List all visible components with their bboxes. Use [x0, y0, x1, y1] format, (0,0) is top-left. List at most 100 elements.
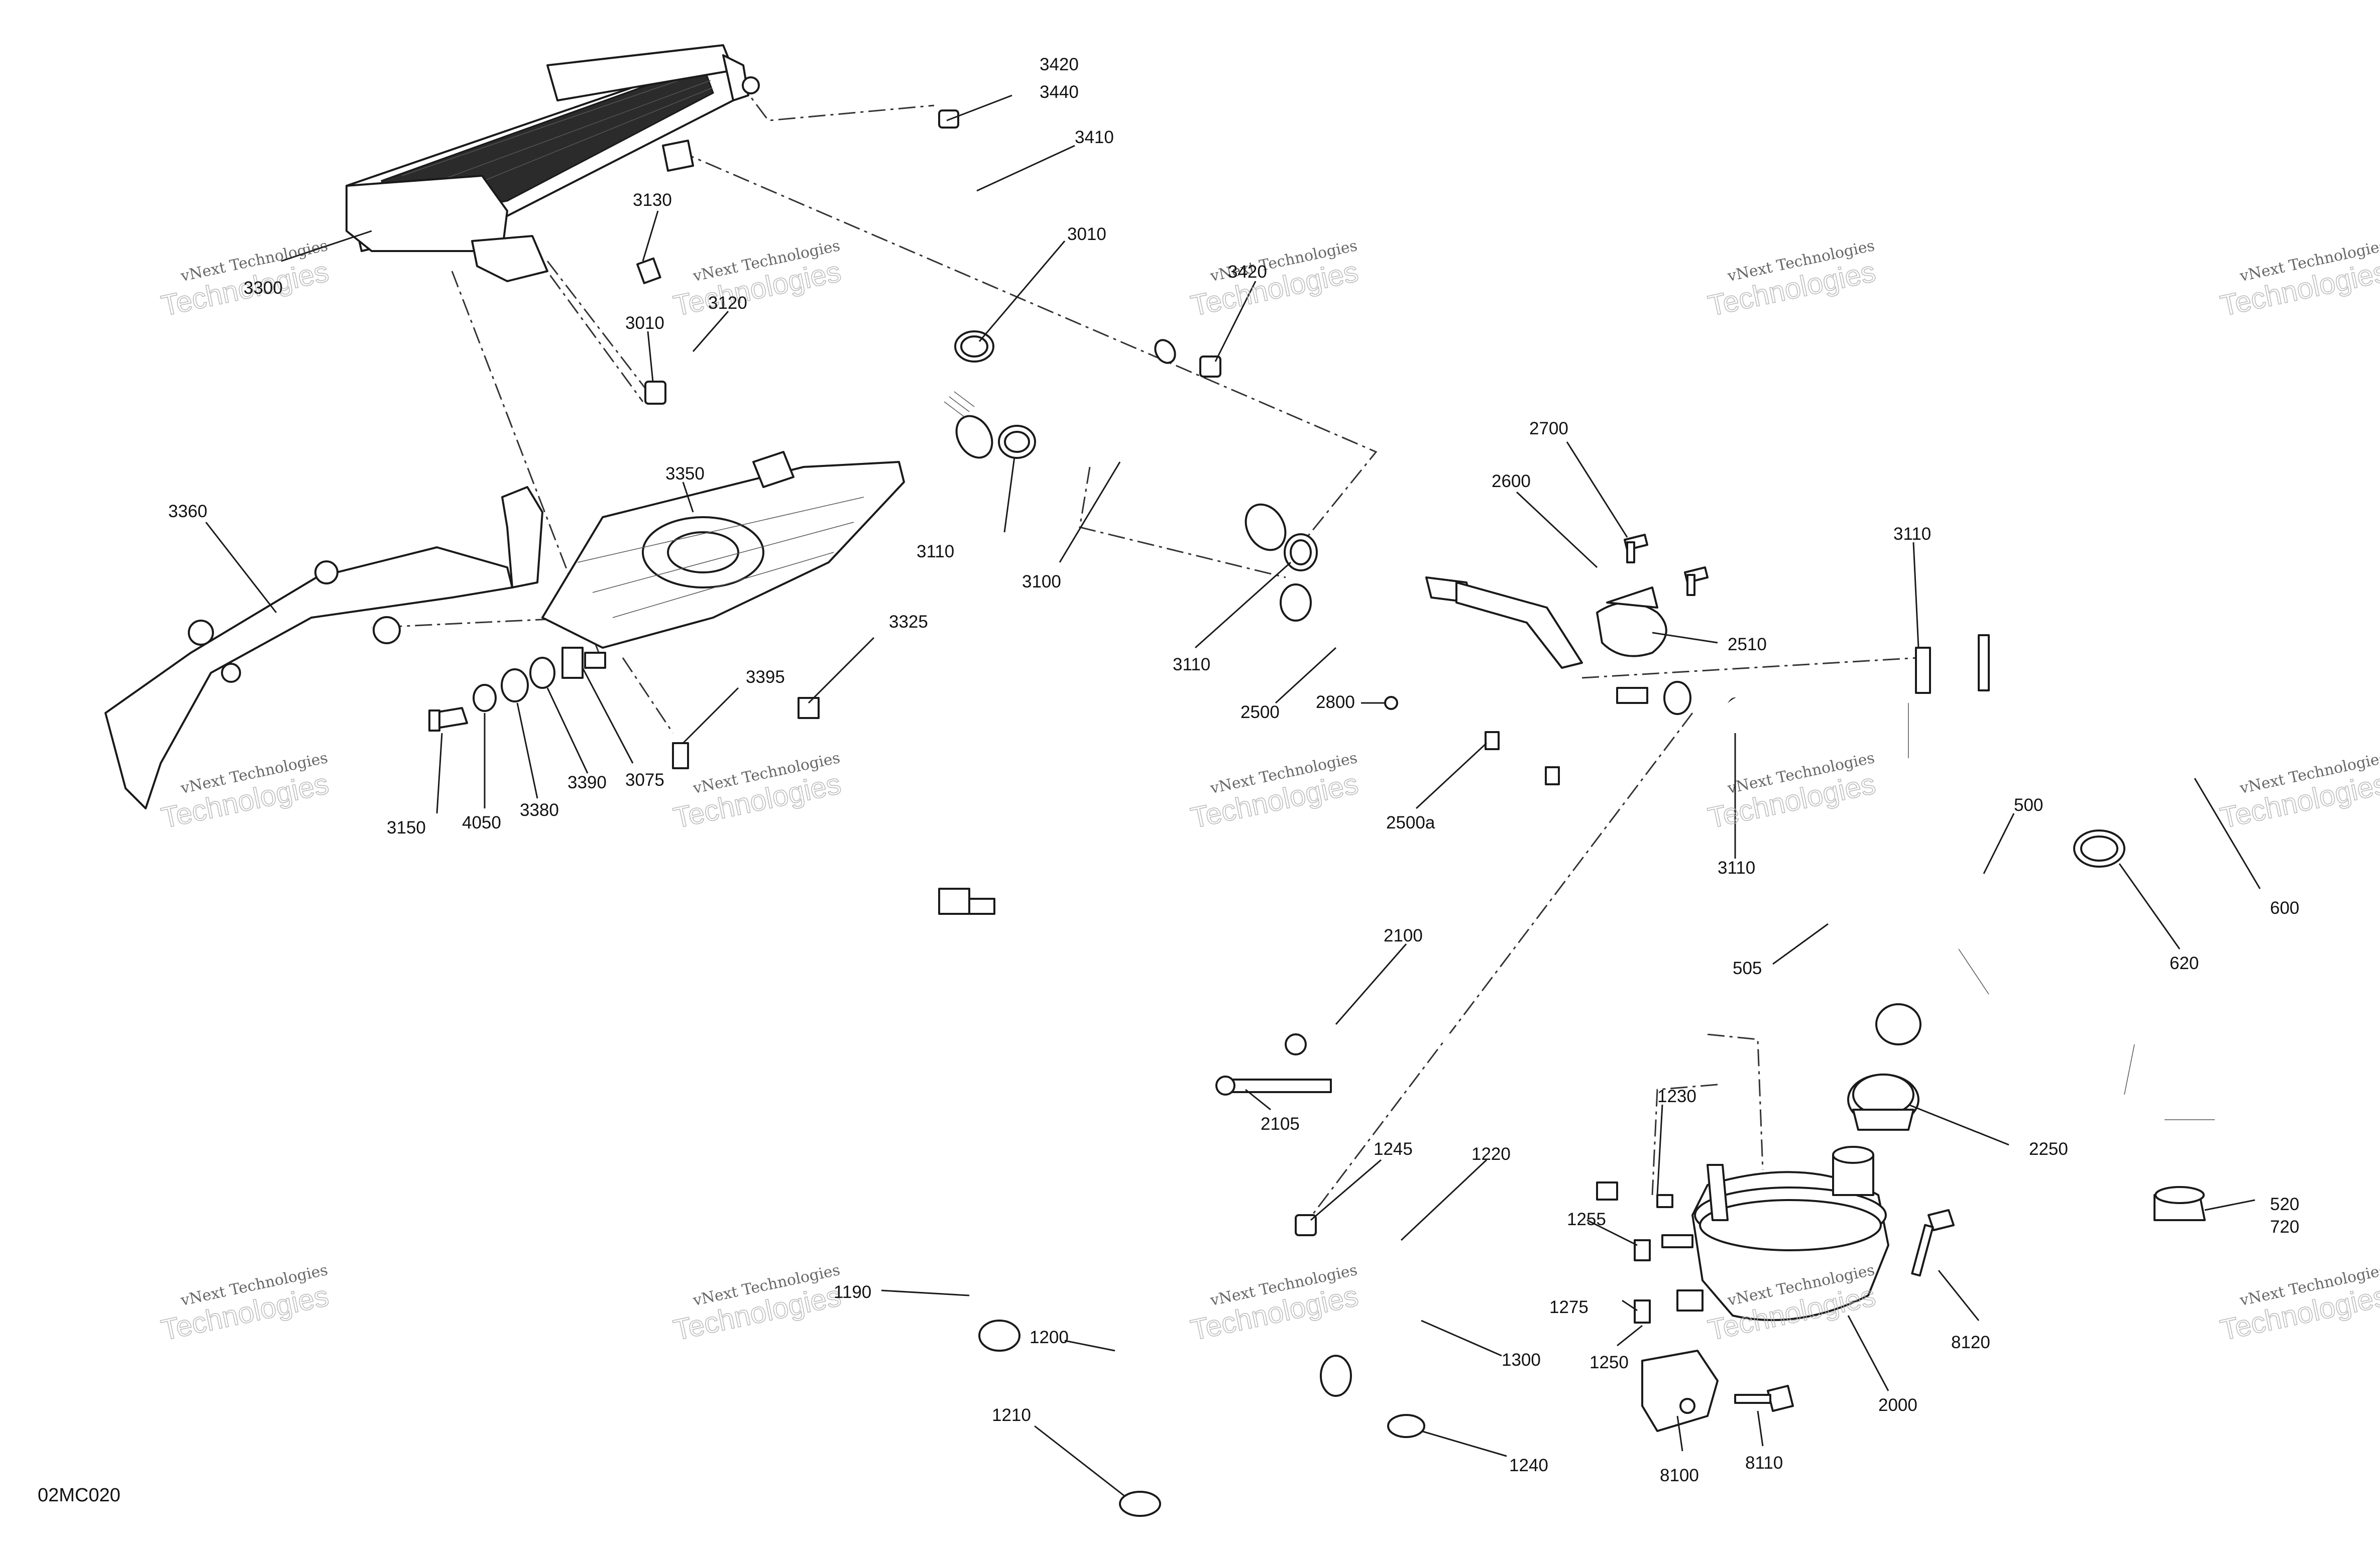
watermark: vNext Technologies Technologies — [1188, 237, 1362, 323]
callout-2500: 2500 — [1240, 702, 1280, 722]
callout-1255: 1255 — [1567, 1210, 1606, 1229]
tube-2100 — [1285, 1024, 1712, 1055]
clamp-3110-upper-b — [1284, 533, 1318, 571]
washer-3395-ring — [373, 616, 401, 644]
callout-505: 505 — [1733, 959, 1762, 978]
callout-3110-d: 3110 — [1718, 858, 1755, 878]
hose-600 — [1958, 634, 2220, 864]
hose-3120 — [646, 328, 1001, 459]
hose-1300 — [1397, 1241, 1606, 1365]
callout-1230: 1230 — [1657, 1087, 1696, 1106]
clamp-3010-upper — [954, 330, 994, 363]
callout-520: 520 — [2270, 1195, 2299, 1214]
clamp-1210 — [1119, 1491, 1161, 1517]
bolt-8120 — [1911, 1209, 1955, 1277]
callout-600: 600 — [2270, 898, 2299, 918]
clamp-1240 — [1387, 1414, 1425, 1438]
watermark: vNext Technologies Technologies — [158, 749, 332, 835]
callout-1250: 1250 — [1590, 1353, 1629, 1372]
watermark: vNext Technologies Technologies — [158, 1261, 332, 1347]
callout-1220: 1220 — [1471, 1144, 1511, 1164]
clamp-520-720 — [2154, 1186, 2206, 1221]
expansion-tank-2000 — [1661, 1146, 1889, 1321]
callout-1210: 1210 — [992, 1405, 1031, 1425]
callout-3420-top: 3420 — [1040, 55, 1079, 74]
callout-2600: 2600 — [1492, 471, 1531, 491]
watermarks: vNext Technologies Technologies vNext Te… — [158, 237, 2380, 1347]
callout-8110: 8110 — [1745, 1453, 1783, 1473]
clamp-620 — [2073, 829, 2125, 868]
callout-1200: 1200 — [1030, 1328, 1069, 1347]
bolts-2700-2800 — [1384, 534, 1709, 785]
assembly-phantom-lines — [371, 80, 1919, 1231]
cover-2510 — [1596, 586, 1667, 657]
callout-3010-lower: 3010 — [625, 313, 664, 333]
callout-720: 720 — [2270, 1217, 2299, 1237]
callout-1190: 1190 — [834, 1282, 871, 1302]
bolt-8110 — [1734, 1385, 1794, 1412]
clamp-3110-upper-a — [998, 425, 1036, 459]
thermostat-housing-2500 — [1280, 576, 1693, 719]
callout-2250: 2250 — [2029, 1139, 2068, 1159]
callout-3130: 3130 — [633, 190, 672, 210]
callout-3110-a: 3110 — [917, 542, 954, 561]
callout-4050: 4050 — [462, 813, 501, 833]
callout-1240: 1240 — [1509, 1456, 1548, 1475]
callout-2500a: 2500a — [1386, 813, 1435, 833]
callout-2700: 2700 — [1529, 419, 1568, 438]
hardware-stack — [428, 647, 689, 769]
bracket-3360 — [104, 486, 543, 809]
callout-1245: 1245 — [1374, 1139, 1413, 1159]
callout-2100: 2100 — [1384, 926, 1423, 945]
document-reference: 02MC020 — [38, 1485, 121, 1506]
watermark: vNext Technologies Technologies — [2217, 1261, 2380, 1347]
radiator-3300 — [346, 44, 760, 282]
callout-3110-c: 3110 — [1893, 524, 1931, 544]
callout-3410: 3410 — [1075, 128, 1114, 147]
callout-2000: 2000 — [1878, 1395, 1917, 1415]
hose-3130 — [616, 209, 760, 288]
pump-3350 — [541, 451, 905, 649]
callout-2800: 2800 — [1316, 692, 1355, 712]
callout-3350: 3350 — [665, 464, 705, 484]
callout-620: 620 — [2170, 954, 2199, 973]
callout-3395: 3395 — [746, 667, 785, 687]
callout-1275: 1275 — [1549, 1297, 1589, 1317]
callout-3390: 3390 — [568, 773, 607, 792]
callout-500: 500 — [2014, 795, 2043, 815]
watermark: vNext Technologies Technologies — [670, 1261, 844, 1347]
clamp-3420-mid — [1199, 355, 1221, 378]
callout-8120: 8120 — [1951, 1333, 1990, 1352]
hose-505 — [1822, 783, 1924, 1045]
callout-3150: 3150 — [387, 818, 426, 838]
fitting-2105 — [1215, 1076, 1332, 1096]
callout-3110-b: 3110 — [1173, 655, 1210, 674]
callout-1300: 1300 — [1502, 1350, 1541, 1370]
bracket-8100 — [1641, 1350, 1719, 1432]
leader-lines — [205, 94, 2261, 1497]
watermark: vNext Technologies Technologies — [670, 749, 844, 835]
hose-3100 — [976, 348, 1289, 551]
callout-2105: 2105 — [1261, 1114, 1300, 1134]
callout-3010-upper: 3010 — [1067, 224, 1106, 244]
callout-3440: 3440 — [1040, 82, 1079, 102]
callout-3420-mid: 3420 — [1228, 262, 1267, 282]
callout-3325: 3325 — [889, 612, 928, 632]
hose-3410 — [945, 151, 1176, 364]
callout-3380: 3380 — [520, 800, 559, 820]
watermark: vNext Technologies Technologies — [2217, 749, 2380, 835]
callout-2510: 2510 — [1728, 635, 1767, 654]
cap-2250 — [1847, 1074, 1919, 1131]
callout-3120: 3120 — [708, 293, 747, 313]
callout-8100: 8100 — [1660, 1466, 1699, 1485]
callout-3100: 3100 — [1022, 572, 1061, 591]
watermark: vNext Technologies Technologies — [2217, 237, 2380, 323]
wire-harness-3325 — [639, 649, 995, 915]
callout-3360: 3360 — [168, 502, 207, 521]
callout-labels: 3420 3440 3410 3010 3420 3130 3300 3010 … — [168, 55, 2299, 1485]
callout-3300: 3300 — [244, 278, 283, 298]
watermark: vNext Technologies Technologies — [1188, 749, 1362, 835]
watermark: vNext Technologies Technologies — [1705, 237, 1879, 323]
hose-1190 — [957, 1238, 1216, 1352]
